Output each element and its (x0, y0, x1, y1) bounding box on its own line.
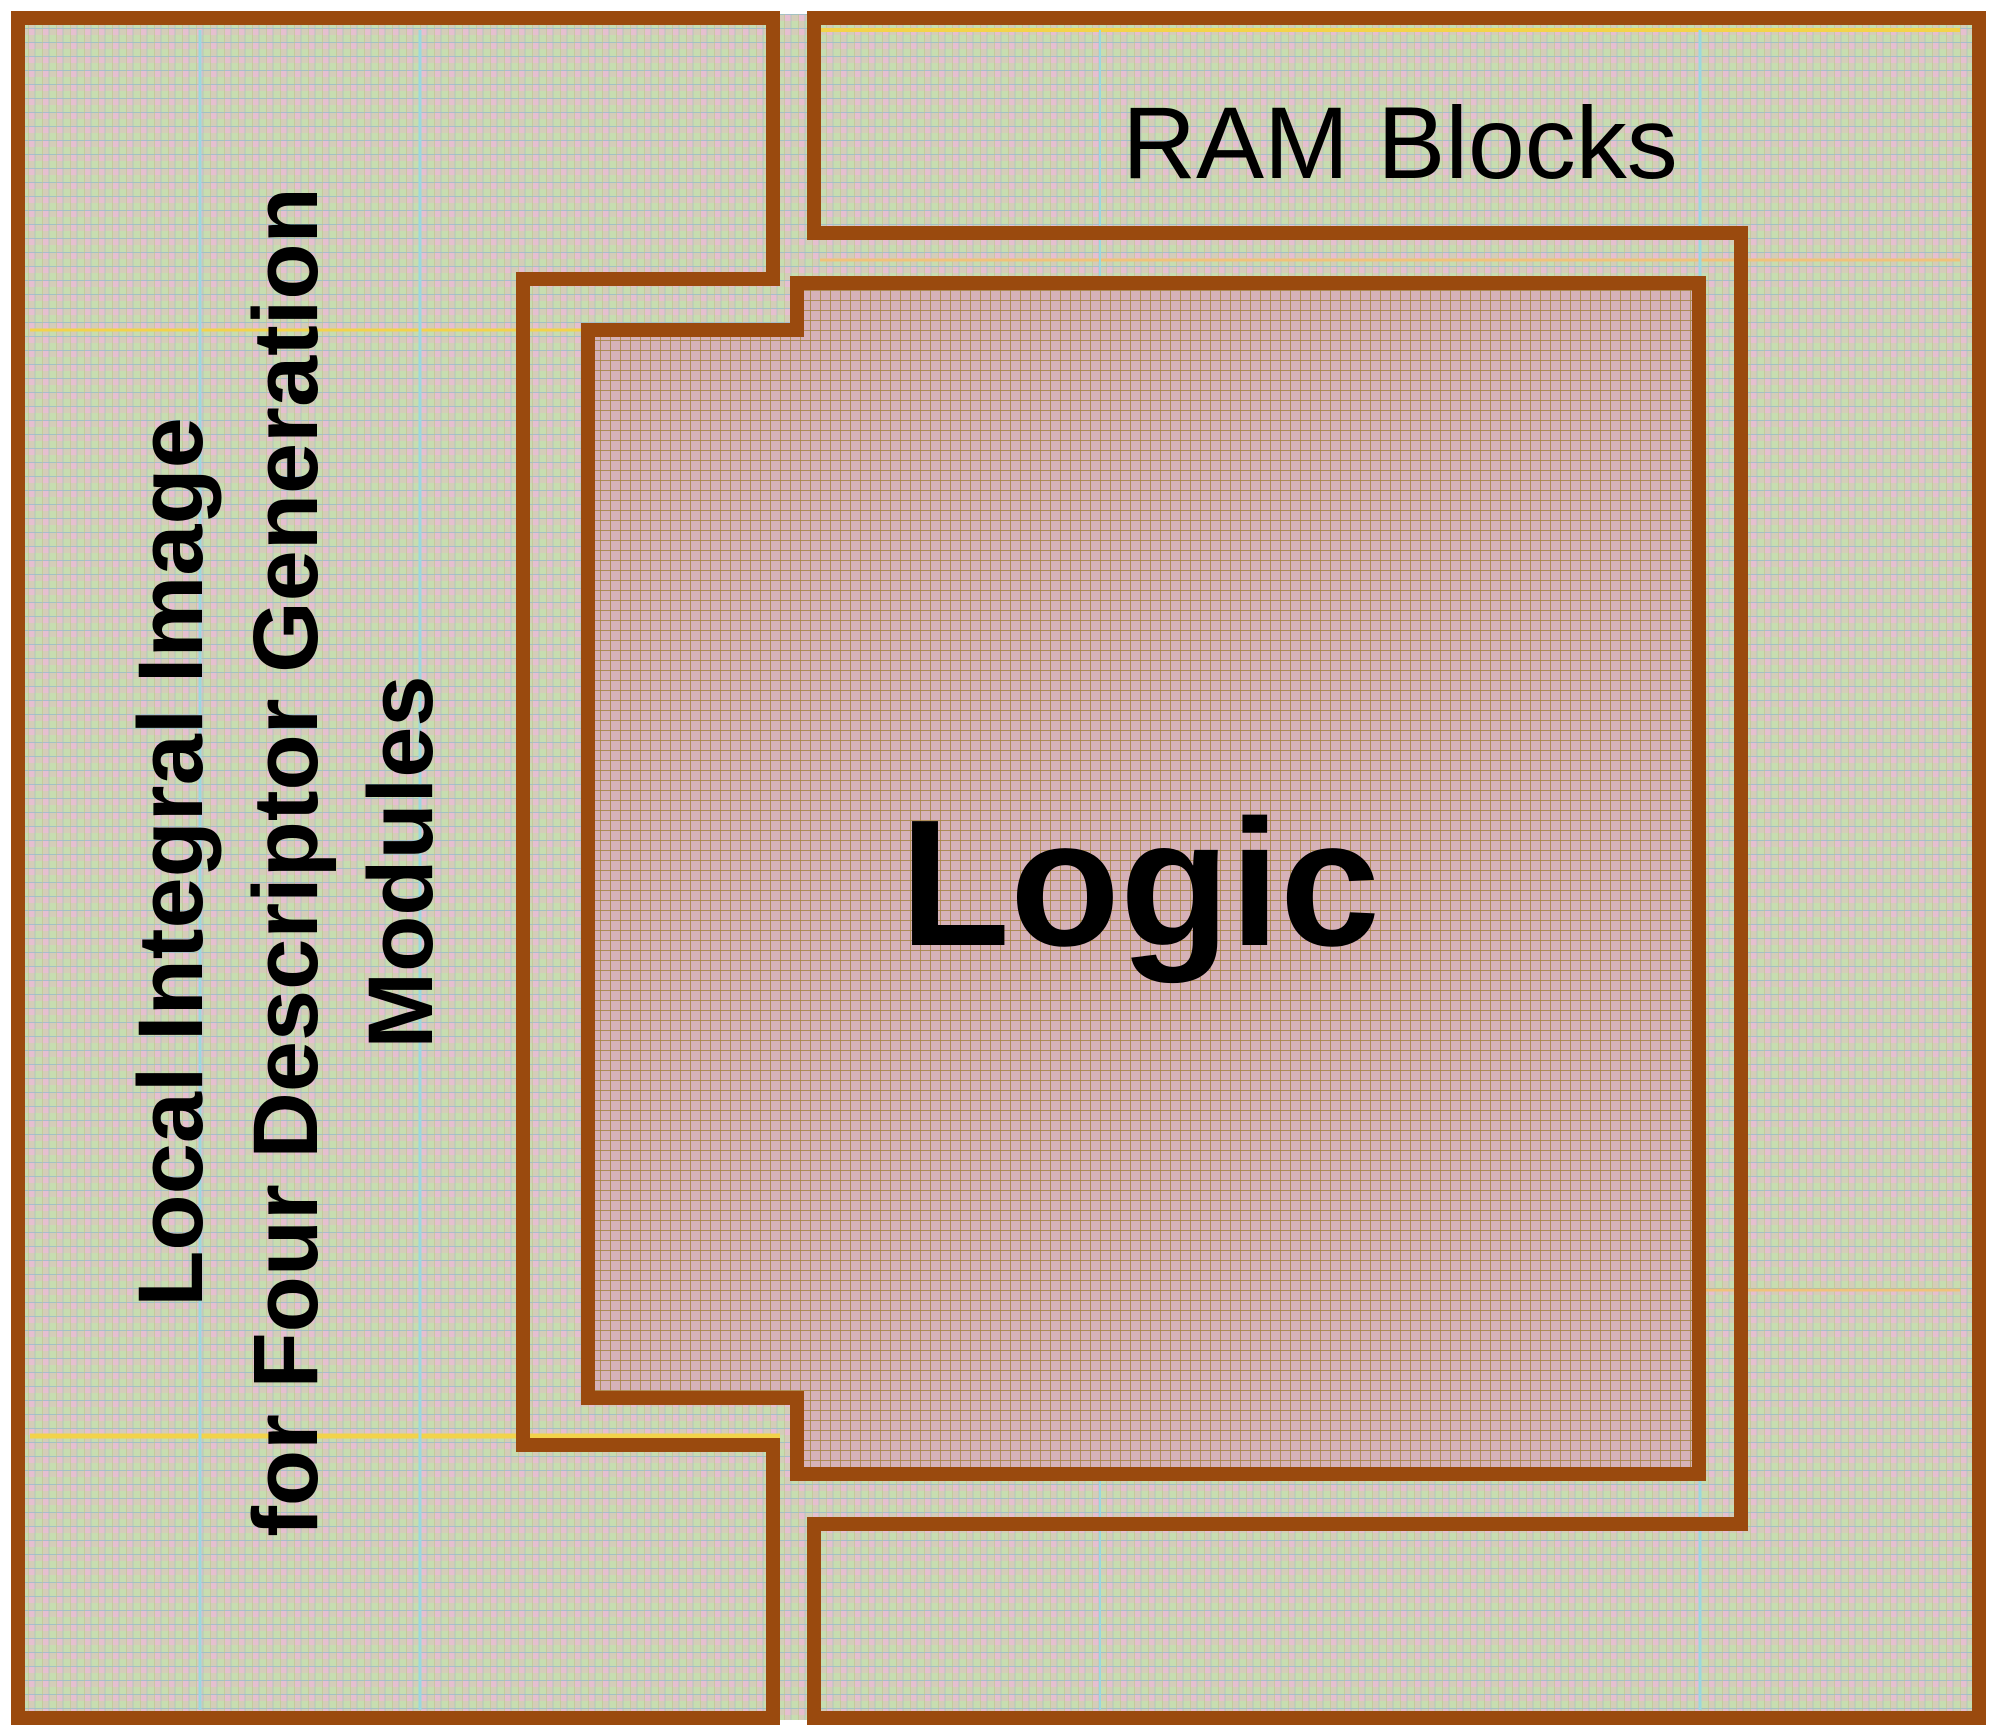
local-integral-image-region-outline (11, 11, 780, 1725)
logic-region-outline (581, 276, 1706, 1481)
local-integral-label-line-2: for Four Descriptor Generation (235, 187, 337, 1537)
local-integral-image-label: Local Integral Image for Four Descriptor… (120, 187, 452, 1537)
logic-region-fill (588, 283, 1699, 1474)
logic-label: Logic (900, 783, 1380, 984)
local-integral-label-line-1: Local Integral Image (120, 417, 222, 1307)
ram-blocks-label: RAM Blocks (1122, 86, 1677, 200)
ram-blocks-top-region-outline (807, 11, 1986, 1725)
local-integral-label-line-3: Modules (350, 675, 452, 1048)
